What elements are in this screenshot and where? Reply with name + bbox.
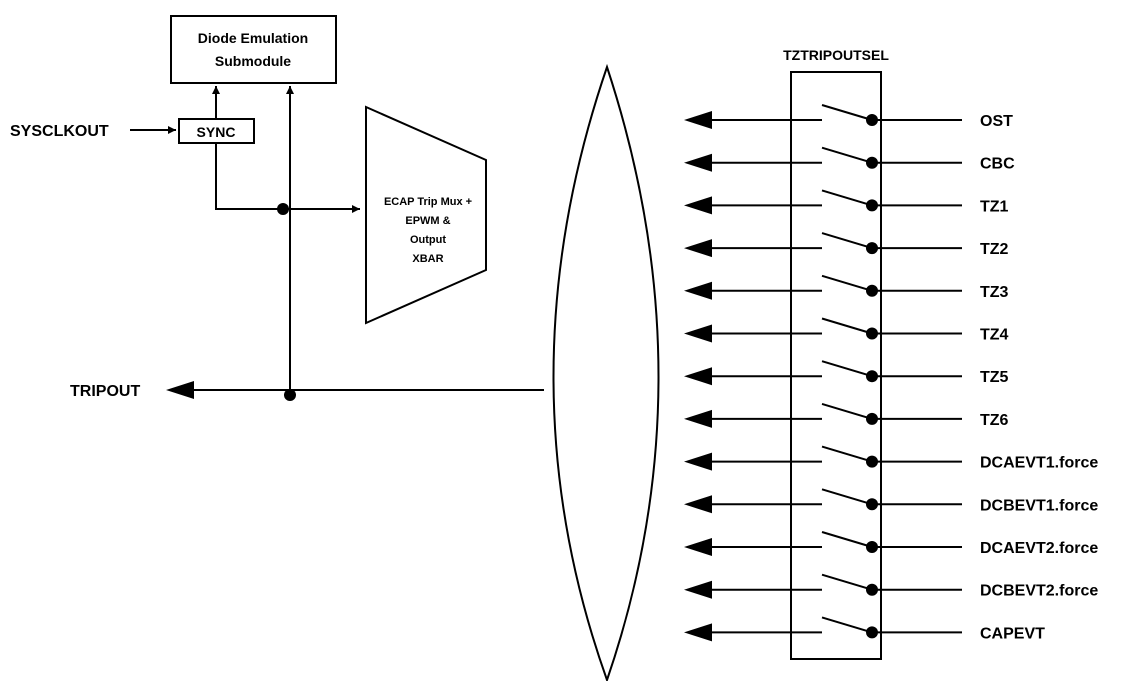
sync-to-mux-line [215, 143, 360, 213]
switch-icon [821, 573, 873, 591]
ecap-trip-mux: ECAP Trip Mux + EPWM & Output XBAR [365, 105, 487, 325]
signal-arrowhead [684, 281, 712, 300]
switch-icon [821, 317, 873, 335]
switch-icon [821, 616, 873, 634]
signal-row: DCBEVT1.force [684, 488, 1098, 514]
junction-dot-sync [277, 203, 289, 215]
signal-label: TZ5 [980, 369, 1009, 386]
switch-icon [821, 274, 873, 292]
switch-icon [821, 360, 873, 378]
tripout-arrowhead [166, 381, 194, 399]
mux-label-line2: EPWM & [405, 215, 450, 227]
signal-label: DCAEVT1.force [980, 455, 1098, 472]
signal-label: OST [980, 113, 1013, 130]
sync-block: SYNC [178, 118, 255, 144]
mux-label-line1: ECAP Trip Mux + [384, 196, 472, 208]
signal-label: DCAEVT2.force [980, 540, 1098, 557]
signal-row: TZ2 [684, 232, 1009, 258]
signal-arrowhead [684, 538, 712, 556]
signal-row: DCAEVT2.force [684, 531, 1098, 557]
switch-icon [821, 531, 873, 548]
switch-icon [821, 104, 873, 121]
switch-icon [821, 189, 873, 207]
signal-row: TZ4 [684, 317, 1009, 344]
signal-label: TZ1 [980, 198, 1009, 215]
signal-rows: OST CBC TZ1TZ2TZ3TZ4TZ5TZ6DCAEVT1.forceDCB… [684, 104, 1098, 642]
signal-row: TZ1 [684, 189, 1009, 215]
mux-label-line3: Output [410, 234, 446, 246]
signal-label: TZ2 [980, 241, 1009, 258]
or-gate [552, 63, 660, 681]
signal-arrowhead [684, 239, 712, 258]
signal-label: DCBEVT2.force [980, 583, 1098, 600]
signal-row: TZ3 [684, 274, 1009, 301]
sync-label: SYNC [197, 124, 236, 140]
signal-row: DCBEVT2.force [684, 573, 1098, 600]
signal-arrowhead [684, 196, 712, 215]
signal-arrowhead [684, 111, 712, 129]
signal-label: DCBEVT1.force [980, 497, 1098, 514]
sysclkout-label: SYSCLKOUT [10, 123, 109, 140]
signal-arrowhead [684, 153, 712, 172]
signal-label: CAPEVT [980, 625, 1045, 642]
switch-icon [821, 232, 873, 250]
signal-row: DCAEVT1.force [684, 445, 1098, 472]
switch-icon [821, 445, 873, 463]
diode-emulation-submodule: Diode Emulation Submodule [170, 15, 337, 84]
switch-icon [821, 488, 873, 506]
signal-arrowhead [684, 367, 712, 386]
signal-arrowhead [684, 409, 712, 428]
signal-label: CBC [980, 156, 1015, 173]
signal-arrowhead [684, 580, 712, 599]
signal-label: TZ4 [980, 327, 1009, 344]
diode-emulation-label-line2: Submodule [215, 53, 291, 69]
signal-arrowhead [684, 623, 712, 642]
signal-arrowhead [684, 495, 712, 514]
signal-row: TZ6 [684, 402, 1009, 429]
tztripoutsel-block: TZTRIPOUTSEL [783, 47, 889, 660]
signal-row: TZ5 [684, 360, 1009, 386]
switch-icon [821, 146, 873, 164]
diode-emulation-label-line1: Diode Emulation [198, 30, 308, 46]
switch-icon [821, 402, 873, 420]
signal-row: CAPEVT [684, 616, 1045, 642]
signal-row: OST [684, 104, 1013, 130]
signal-row: CBC [684, 146, 1015, 173]
tripout-label: TRIPOUT [70, 383, 140, 400]
signal-label: TZ3 [980, 284, 1009, 301]
tztripoutsel-label: TZTRIPOUTSEL [783, 47, 889, 63]
signal-arrowhead [684, 452, 712, 471]
signal-arrowhead [684, 324, 712, 343]
signal-label: TZ6 [980, 412, 1009, 429]
mux-label-line4: XBAR [412, 253, 443, 265]
junction-dot-tripout [284, 389, 296, 401]
